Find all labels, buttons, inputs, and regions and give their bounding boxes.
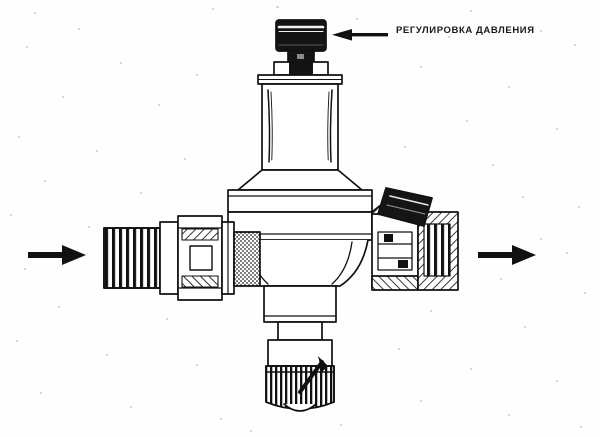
adjustment-knob-group [273, 19, 329, 76]
outlet-assembly-group [371, 187, 536, 291]
spring-housing-group [237, 74, 363, 191]
drain-cap-group [263, 285, 337, 412]
inlet-flow-arrow [28, 245, 86, 265]
inlet-assembly-group [28, 215, 261, 301]
pressure-annotation-leader [332, 29, 388, 41]
outlet-identification-tag [377, 187, 433, 227]
pressure-adjustment-label: РЕГУЛИРОВКА ДАВЛЕНИЯ [396, 25, 535, 36]
body-flange-group [227, 189, 373, 287]
outlet-flow-arrow [478, 245, 536, 265]
